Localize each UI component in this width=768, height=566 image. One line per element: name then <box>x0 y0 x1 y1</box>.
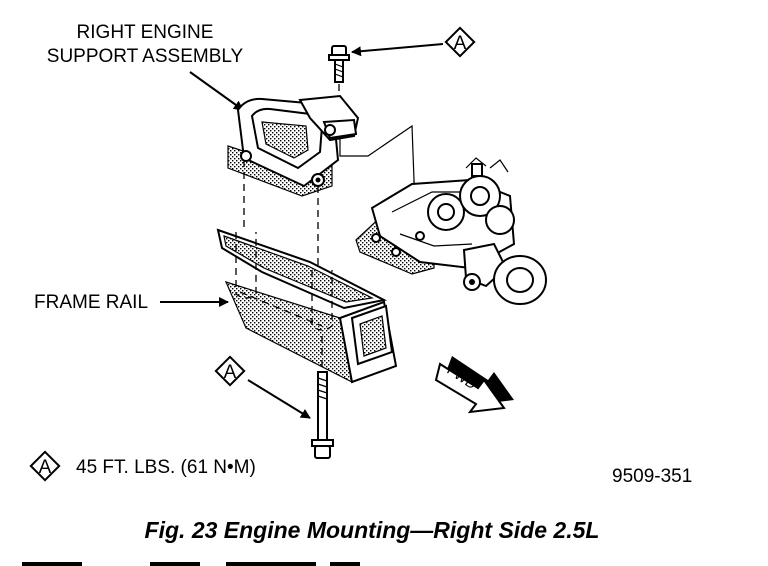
figure-caption: Fig. 23 Engine Mounting—Right Side 2.5L <box>145 517 600 543</box>
figure-number: 9509-351 <box>612 466 692 487</box>
torque-legend: A 45 FT. LBS. (61 N•M) <box>29 450 256 482</box>
fwd-direction-arrow: FWD <box>434 356 514 414</box>
engine-support-assembly <box>227 94 360 197</box>
engine-support-label-line2: SUPPORT ASSEMBLY <box>47 46 244 67</box>
callout-a-bottom: A <box>214 355 246 387</box>
callout-a-top: A <box>444 26 476 58</box>
frame-rail <box>216 228 398 384</box>
svg-text:A: A <box>224 362 237 383</box>
legend-torque-text: 45 FT. LBS. (61 N•M) <box>76 457 256 478</box>
top-bolt <box>328 45 350 83</box>
callout-a-top-arrow <box>351 43 444 57</box>
engine-support-label-line1: RIGHT ENGINE <box>77 22 214 43</box>
callout-a-bottom-arrow <box>247 379 311 419</box>
svg-text:A: A <box>39 457 52 478</box>
cropped-text-fragment <box>22 562 360 566</box>
svg-text:A: A <box>454 33 467 54</box>
engine-block <box>355 157 547 305</box>
bottom-bolt <box>311 371 334 459</box>
engine-support-leader-arrow <box>189 71 244 111</box>
frame-rail-label: FRAME RAIL <box>34 292 148 313</box>
legend-callout-a: A <box>29 450 61 482</box>
